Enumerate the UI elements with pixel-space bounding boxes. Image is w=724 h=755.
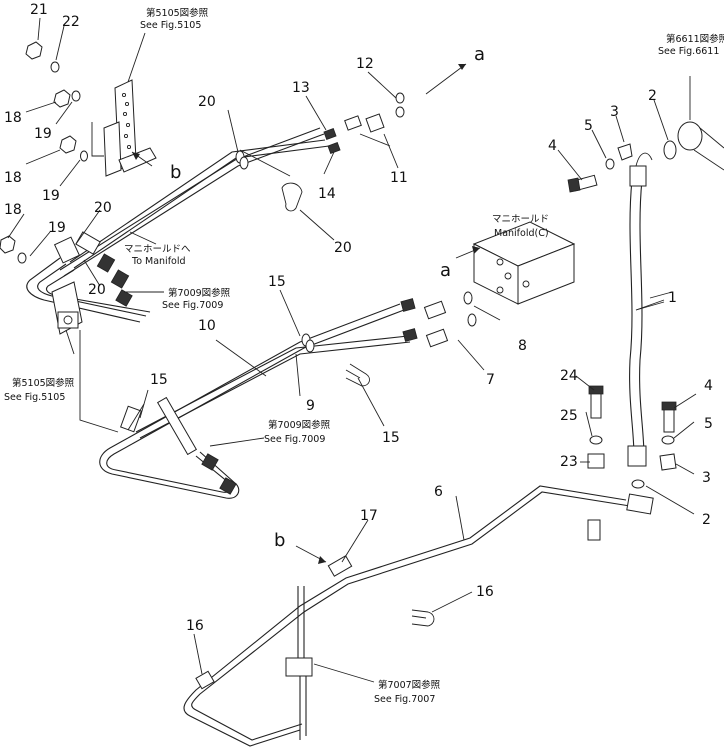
ref-to-manifold-en: To Manifold (131, 256, 186, 267)
arrow-label-a: a (474, 44, 485, 65)
figure-references: 第5105図参照 See Fig.5105 第6611図参照 See Fig.6… (4, 7, 724, 705)
ref-fig5105-bottom-en: See Fig.5105 (4, 392, 65, 403)
callout-5: 5 (584, 118, 593, 134)
callout-13: 13 (292, 80, 310, 96)
callout-20: 20 (94, 200, 112, 216)
ref-fig7007-en: See Fig.7007 (374, 694, 435, 705)
pipe-6 (183, 485, 654, 747)
callout-23: 23 (560, 454, 578, 470)
callout-10: 10 (198, 318, 216, 334)
callout-2: 2 (648, 88, 657, 104)
middle-pipes (99, 298, 418, 499)
nuts-and-washers-left (0, 41, 88, 264)
callout-6: 6 (434, 484, 443, 500)
callout-1: 1 (668, 290, 677, 306)
leader-lines (7, 17, 697, 683)
callout-3: 3 (702, 470, 711, 486)
callout-15: 15 (268, 274, 286, 290)
callout-16: 16 (186, 618, 204, 634)
u-bolts (281, 182, 435, 627)
callout-labels: 1 2 2 3 3 4 4 5 5 6 7 8 9 10 11 12 13 14… (4, 2, 713, 634)
callout-19: 19 (34, 126, 52, 142)
ref-manifold-c-jp: マニホールド (492, 214, 549, 225)
callout-18: 18 (4, 110, 22, 126)
callout-4: 4 (548, 138, 557, 154)
arrow-label-b: b (170, 162, 181, 183)
ref-fig5105-top-jp: 第5105図参照 (146, 7, 209, 19)
callout-20: 20 (334, 240, 352, 256)
callout-21: 21 (30, 2, 48, 18)
right-fittings-top (567, 121, 724, 193)
hose-1 (627, 152, 653, 467)
ref-fig7009-mid-en: See Fig.7009 (264, 434, 325, 445)
ref-fig7007-jp: 第7007図参照 (378, 679, 441, 691)
manifold-fittings (423, 291, 477, 348)
bracket-lower-left (79, 122, 119, 433)
ref-to-manifold-jp: マニホールドへ (124, 244, 191, 255)
callout-7: 7 (486, 372, 495, 388)
upper-fittings (344, 92, 405, 133)
callout-14: 14 (318, 186, 336, 202)
callout-16: 16 (476, 584, 494, 600)
ref-fig5105-top-en: See Fig.5105 (140, 20, 201, 31)
callout-8: 8 (518, 338, 527, 354)
callout-18: 18 (4, 202, 22, 218)
callout-15: 15 (150, 372, 168, 388)
left-clamp-assembly (26, 231, 151, 335)
ref-fig7009-left-jp: 第7009図参照 (168, 287, 231, 299)
upper-pipes (59, 127, 341, 277)
callout-5: 5 (704, 416, 713, 432)
callout-25: 25 (560, 408, 578, 424)
callout-12: 12 (356, 56, 374, 72)
ref-fig5105-bottom-jp: 第5105図参照 (12, 377, 75, 389)
parts-drawing (0, 41, 724, 747)
callout-3: 3 (610, 104, 619, 120)
callout-4: 4 (704, 378, 713, 394)
ref-manifold-c-en: Manifold(C) (494, 228, 549, 239)
callout-17: 17 (360, 508, 378, 524)
callout-24: 24 (560, 368, 578, 384)
callout-2: 2 (702, 512, 711, 528)
callout-18: 18 (4, 170, 22, 186)
ref-fig7009-left-en: See Fig.7009 (162, 300, 223, 311)
callout-9: 9 (306, 398, 315, 414)
callout-11: 11 (390, 170, 408, 186)
ref-fig7009-mid-jp: 第7009図参照 (268, 419, 331, 431)
callout-19: 19 (42, 188, 60, 204)
right-fittings-bottom (587, 385, 677, 489)
callout-20: 20 (88, 282, 106, 298)
ref-fig6611-en: See Fig.6611 (658, 46, 719, 57)
callout-22: 22 (62, 14, 80, 30)
callout-19: 19 (48, 220, 66, 236)
bracket-top-left (103, 79, 157, 177)
ref-fig6611-jp: 第6611図参照 (666, 33, 724, 45)
arrow-label-b: b (274, 530, 285, 551)
callout-15: 15 (382, 430, 400, 446)
arrow-label-a: a (440, 260, 451, 281)
manifold-c (472, 221, 576, 305)
callout-20: 20 (198, 94, 216, 110)
